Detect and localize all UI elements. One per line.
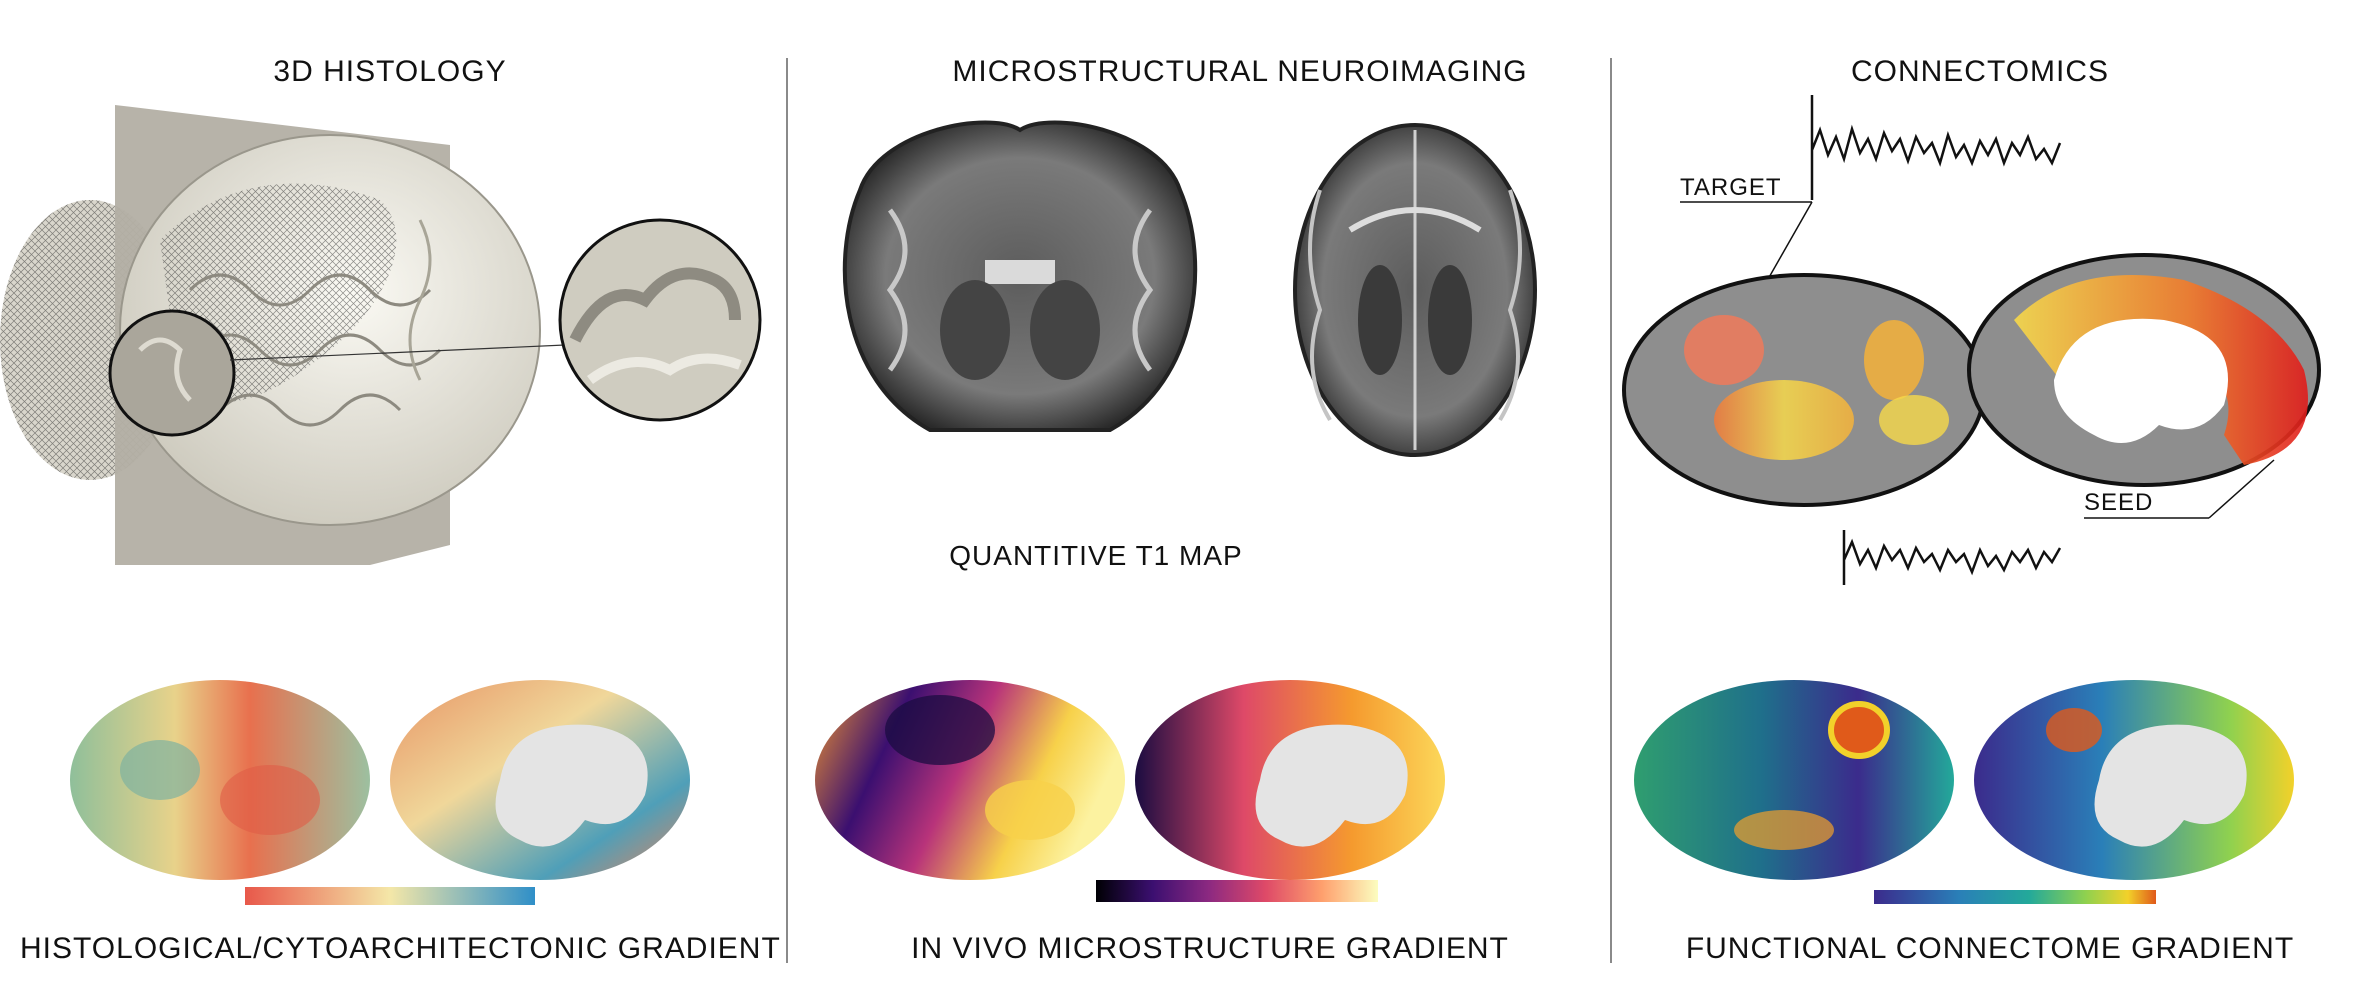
connectomics-lateral-brain <box>1622 273 1986 507</box>
target-timeseries <box>1810 95 2062 200</box>
mri-coronal-slice <box>842 120 1198 432</box>
title-microstructural-neuroimaging: MICROSTRUCTURAL NEUROIMAGING <box>952 55 1528 88</box>
label-target: TARGET <box>1680 174 1782 201</box>
medial-wall <box>2054 318 2228 443</box>
microstructure-colorbar <box>1096 880 1378 902</box>
caption-microstructure: IN VIVO MICROSTRUCTURE GRADIENT <box>911 932 1509 965</box>
histology-panel <box>0 105 762 905</box>
histology-brain-surface <box>119 134 541 526</box>
zoom-circle-right <box>558 218 762 422</box>
microstructure-panel: QUANTITIVE T1 MAP <box>815 120 1537 902</box>
medial-wall <box>2094 724 2247 847</box>
medial-wall <box>1255 724 1408 847</box>
connectomics-panel: TARGET SEED <box>1622 95 2321 904</box>
connectome-gradient-medial <box>1974 680 2294 880</box>
divider-left <box>786 58 788 963</box>
seed-timeseries <box>1842 530 2062 585</box>
medial-wall <box>495 724 648 847</box>
connectomics-medial-brain <box>1967 253 2321 487</box>
label-seed: SEED <box>2084 489 2153 516</box>
histology-colorbar <box>245 887 535 905</box>
title-3d-histology: 3D HISTOLOGY <box>273 55 507 88</box>
connectome-gradient-lateral <box>1634 680 1954 880</box>
title-connectomics: CONNECTOMICS <box>1850 55 2110 88</box>
mri-axial-slice <box>1293 123 1537 457</box>
divider-right <box>1610 58 1612 963</box>
histology-gradient-lateral <box>70 680 370 880</box>
microstructure-gradient-medial <box>1135 680 1445 880</box>
label-quantitive-t1-map: QUANTITIVE T1 MAP <box>949 540 1242 571</box>
connectome-colorbar <box>1874 890 2156 904</box>
caption-histology: HISTOLOGICAL/CYTOARCHITECTONIC GRADIENT <box>20 932 781 965</box>
histology-gradient-medial <box>390 680 690 880</box>
microstructure-gradient-lateral <box>815 680 1125 880</box>
caption-connectome: FUNCTIONAL CONNECTOME GRADIENT <box>1685 932 2295 965</box>
zoom-circle-left <box>108 309 236 437</box>
